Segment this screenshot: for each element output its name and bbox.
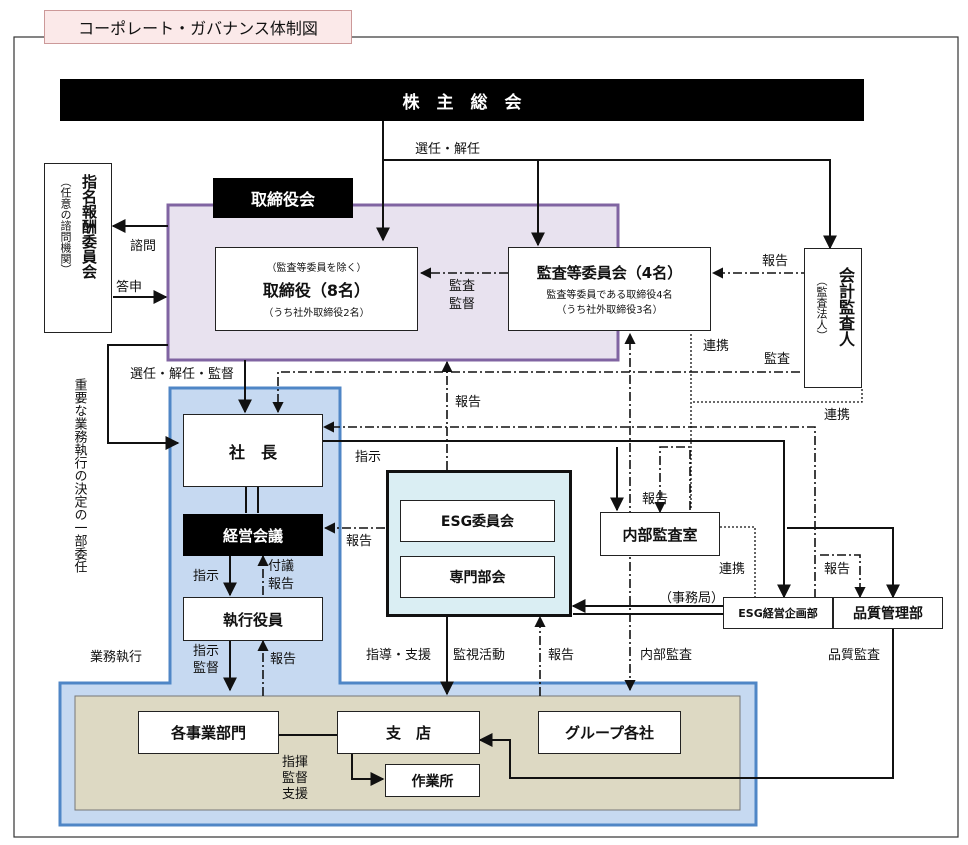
shareholders-meeting: 株 主 総 会 <box>60 79 864 121</box>
label-guidance-support: 指導・支援 <box>366 648 432 663</box>
label-quality-audit: 品質監査 <box>828 648 881 663</box>
label-report-board: 報告 <box>455 395 482 410</box>
label-internal-audit: 内部監査 <box>640 648 693 663</box>
label-command: 指揮 <box>282 755 309 770</box>
esg-planning-dept-box: ESG経営企画部 <box>723 597 833 629</box>
label-agenda: 付議 <box>268 559 295 574</box>
branch-box: 支 店 <box>337 711 480 754</box>
president-box: 社 長 <box>183 414 323 487</box>
label-report-esg: 報告 <box>346 534 373 549</box>
label-report-audit-office: 報告 <box>642 492 669 507</box>
label-audit-2: 監査 <box>764 352 791 367</box>
accounting-auditor-main: 会計監査人 <box>836 267 855 347</box>
quality-dept-box: 品質管理部 <box>833 597 943 629</box>
esg-committee-box: ESG委員会 <box>400 500 555 542</box>
audit-committee-box: 監査等委員会（4名） 監査等委員である取締役4名 （うち社外取締役3名） <box>508 247 711 331</box>
label-coordination-1: 連携 <box>703 339 730 354</box>
label-business-execution: 業務執行 <box>90 650 143 665</box>
label-answer: 答申 <box>116 280 143 295</box>
audit-committee-sub1: 監査等委員である取締役4名 <box>546 290 673 301</box>
label-secretariat: （事務局） <box>659 591 725 606</box>
label-instruction-1: 指示 <box>355 450 382 465</box>
label-command-support: 支援 <box>282 787 309 802</box>
label-instruction-2: 指示 <box>193 569 220 584</box>
label-appoint-dismiss: 選任・解任 <box>415 142 481 157</box>
label-supervise-1: 監督 <box>449 297 476 312</box>
accounting-auditor-box: 会計監査人 （監査法人） <box>804 248 862 388</box>
group-companies-box: グループ各社 <box>538 711 681 754</box>
label-report-exec: 報告 <box>270 652 297 667</box>
nomination-committee-box: 指名報酬委員会 （任意の諮問機関） <box>44 163 112 333</box>
special-committee-box: 専門部会 <box>400 556 555 598</box>
worksite-box: 作業所 <box>385 764 480 797</box>
nomination-main: 指名報酬委員会 <box>80 174 98 279</box>
internal-audit-office-box: 内部監査室 <box>600 512 720 556</box>
accounting-auditor-sub: （監査法人） <box>815 275 828 341</box>
board-of-directors-header: 取締役会 <box>213 178 353 218</box>
directors-main: 取締役（8名） <box>262 281 371 300</box>
management-meeting-box: 経営会議 <box>183 514 323 556</box>
directors-sub1: （監査等委員を除く） <box>266 263 367 274</box>
label-appoint-dismiss-supervise: 選任・解任・監督 <box>130 367 235 382</box>
nomination-sub: （任意の諮問機関） <box>59 176 72 275</box>
label-report-auditor: 報告 <box>762 254 789 269</box>
directors-box: （監査等委員を除く） 取締役（8名） （うち社外取締役2名） <box>215 247 418 331</box>
label-agenda-report: 報告 <box>268 577 295 592</box>
label-report-quality: 報告 <box>824 562 851 577</box>
label-instruct: 指示 <box>193 644 220 659</box>
label-coordination-2: 連携 <box>824 408 851 423</box>
label-command-supervise: 監督 <box>282 771 309 786</box>
audit-committee-sub2: （うち社外取締役3名） <box>556 305 663 316</box>
label-coordination-3: 連携 <box>719 562 746 577</box>
label-consult: 諮問 <box>130 239 157 254</box>
label-monitoring: 監視活動 <box>453 648 506 663</box>
audit-committee-main: 監査等委員会（4名） <box>536 264 683 282</box>
executive-officers-box: 執行役員 <box>183 597 323 641</box>
label-audit-1: 監査 <box>449 279 476 294</box>
business-divisions-box: 各事業部門 <box>138 711 279 754</box>
label-instruct-supervise: 監督 <box>193 661 220 676</box>
label-important-decisions: 重要な業務執行の決定の一部委任 <box>71 378 87 573</box>
page-title: コーポレート・ガバナンス体制図 <box>44 10 352 44</box>
label-report-group: 報告 <box>548 648 575 663</box>
directors-sub2: （うち社外取締役2名） <box>263 308 370 319</box>
